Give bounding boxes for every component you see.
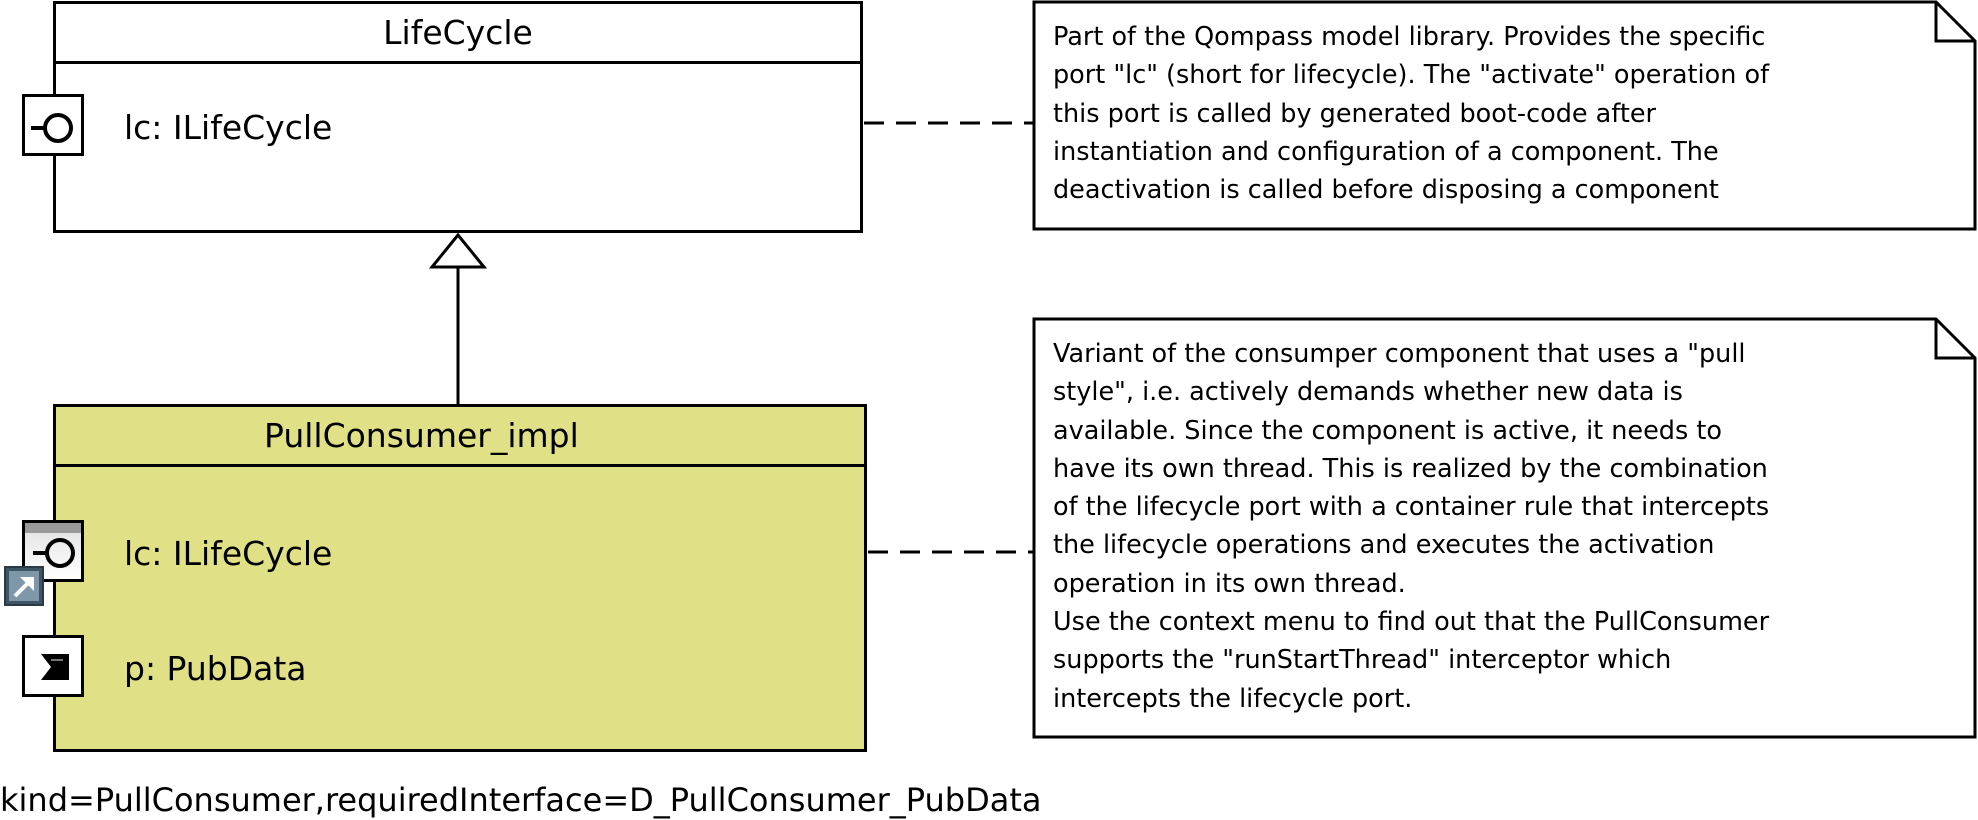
generalization-arrowhead (428, 232, 488, 269)
class-title: LifeCycle (56, 4, 860, 64)
port-p-pullconsumer[interactable] (22, 635, 84, 697)
note-pullconsumer-text: Variant of the consumper component that … (1053, 339, 1770, 714)
lollipop-icon (33, 538, 75, 568)
class-title: PullConsumer_impl (56, 407, 864, 467)
port-label-p: p: PubData (124, 649, 307, 688)
constraint-label: kind=PullConsumer,requiredInterface=D_Pu… (0, 781, 1042, 819)
port-label-lc: lc: ILifeCycle (124, 108, 333, 147)
lollipop-icon (31, 113, 73, 143)
pullconsumer-note-shape[interactable] (1032, 317, 1977, 739)
port-label-lc: lc: ILifeCycle (124, 534, 333, 573)
lifecycle-note-shape[interactable] (1032, 0, 1977, 231)
shortcut-arrow-icon (4, 566, 44, 606)
class-lifecycle[interactable]: LifeCycle lc: ILifeCycle (53, 1, 863, 233)
port-lc-lifecycle[interactable] (22, 94, 84, 156)
note-lifecycle-text: Part of the Qompass model library. Provi… (1053, 22, 1770, 206)
class-pullconsumer-impl[interactable]: PullConsumer_impl lc: ILifeCycle p: PubD… (53, 404, 867, 752)
arrow-port-icon (41, 654, 69, 680)
